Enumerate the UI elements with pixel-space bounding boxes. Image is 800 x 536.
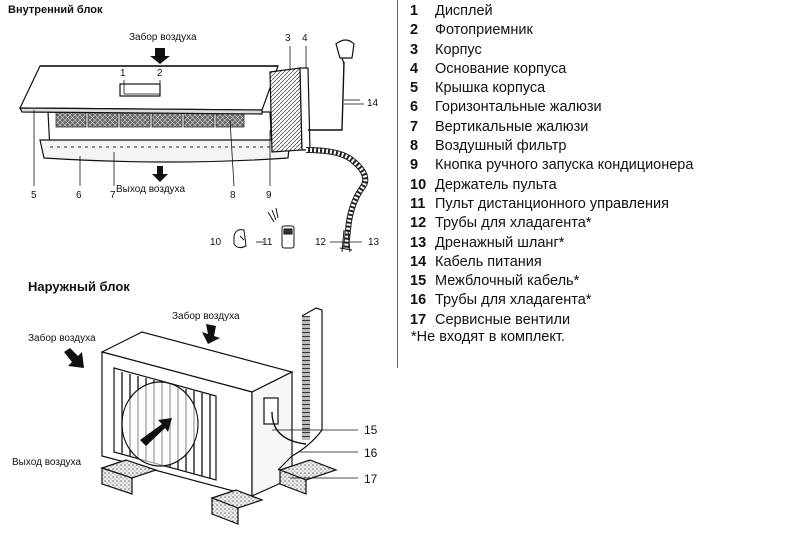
- outdoor-unit: [100, 307, 338, 525]
- callout-12: 12: [315, 237, 327, 248]
- outdoor-unit-title: Наружный блок: [28, 279, 130, 294]
- callout-1: 1: [120, 68, 126, 79]
- air-intake-arrow: [150, 48, 170, 64]
- air-outlet-arrow: [152, 166, 168, 182]
- callout-14: 14: [367, 98, 379, 109]
- outdoor-air-intake-top-label: Забор воздуха: [172, 311, 240, 322]
- callout-16: 16: [364, 446, 378, 460]
- callout-9: 9: [266, 190, 272, 201]
- legend-footnote: *Не входят в комплект.: [411, 329, 565, 345]
- indoor-unit-title: Внутренний блок: [8, 4, 103, 16]
- callout-13: 13: [368, 237, 380, 248]
- indoor-air-intake-label: Забор воздуха: [129, 32, 197, 43]
- callout-2: 2: [157, 68, 163, 79]
- callout-6: 6: [76, 190, 82, 201]
- indoor-leader-lines: [33, 46, 364, 243]
- callout-10: 10: [210, 237, 222, 248]
- remote-holder: [233, 229, 247, 249]
- outdoor-leader-lines: [272, 429, 358, 479]
- indoor-unit: [19, 39, 369, 253]
- air-outlet-fan-arrow: [140, 418, 172, 446]
- callout-8: 8: [230, 190, 236, 201]
- air-intake-left-arrow: [64, 348, 84, 368]
- legend-divider: [397, 0, 398, 368]
- callout-17: 17: [364, 472, 378, 486]
- indoor-air-outlet-label: Выход воздуха: [116, 184, 185, 195]
- callout-11: 11: [262, 237, 273, 248]
- outdoor-air-outlet-label: Выход воздуха: [12, 457, 81, 468]
- callout-4: 4: [302, 33, 308, 44]
- outdoor-air-intake-left-label: Забор воздуха: [28, 333, 96, 344]
- callout-15: 15: [364, 423, 378, 437]
- callout-5: 5: [31, 190, 37, 201]
- callout-7: 7: [110, 190, 116, 201]
- remote-control: [267, 207, 295, 249]
- callout-3: 3: [285, 33, 291, 44]
- air-intake-top-arrow: [202, 324, 220, 344]
